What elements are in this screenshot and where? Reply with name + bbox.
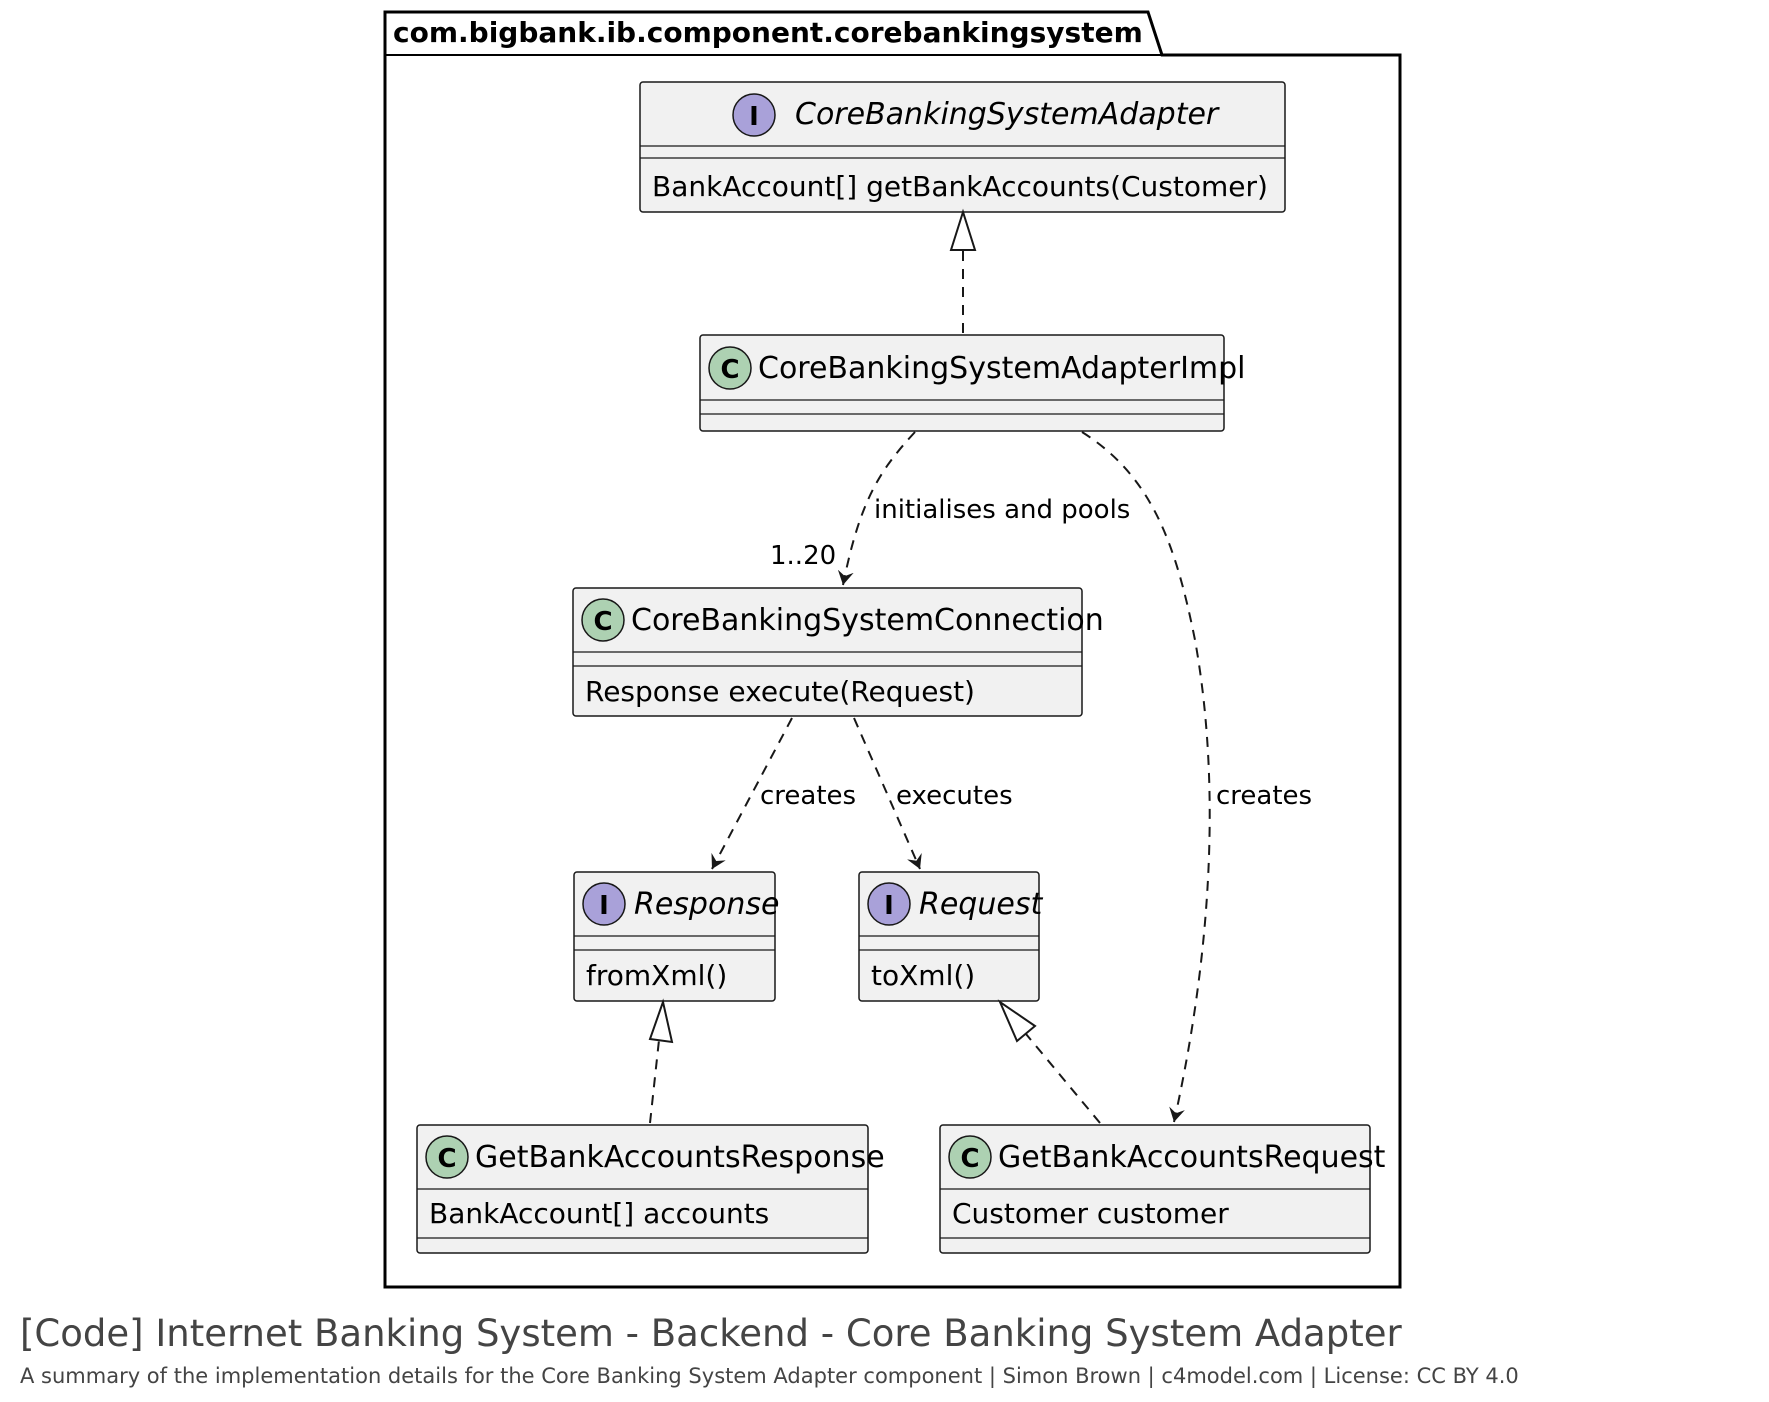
edge-impl-realizes-adapter	[949, 208, 977, 333]
class-name: Request	[919, 887, 1043, 922]
class-request[interactable]: I Request toXml()	[858, 871, 1043, 1002]
class-get-bank-accounts-response[interactable]: C GetBankAccountsResponse BankAccount[] …	[416, 1124, 885, 1254]
class-member: BankAccount[] accounts	[429, 1197, 769, 1230]
svg-text:C: C	[593, 607, 612, 637]
class-icon: C	[425, 1135, 469, 1179]
class-core-banking-system-connection[interactable]: C CoreBankingSystemConnection Response e…	[572, 587, 1104, 717]
class-core-banking-system-adapter[interactable]: I CoreBankingSystemAdapter BankAccount[]…	[639, 81, 1286, 213]
class-name: CoreBankingSystemAdapter	[795, 97, 1220, 132]
diagram-title: [Code] Internet Banking System - Backend…	[20, 1312, 1402, 1355]
svg-text:C: C	[437, 1144, 456, 1174]
class-member: Customer customer	[952, 1197, 1229, 1230]
edge-get-response-realizes-response	[648, 998, 674, 1124]
diagram-description: A summary of the implementation details …	[20, 1364, 1519, 1388]
class-name: Response	[634, 887, 779, 922]
edge-label: creates	[1216, 781, 1312, 811]
edge-connection-creates-response: creates	[711, 717, 856, 870]
class-core-banking-system-adapter-impl[interactable]: C CoreBankingSystemAdapterImpl	[699, 334, 1246, 432]
edge-impl-creates-get-request: creates	[1081, 431, 1312, 1123]
class-member: fromXml()	[586, 959, 727, 992]
edge-label: initialises and pools	[874, 495, 1130, 525]
class-icon: C	[948, 1135, 992, 1179]
class-name: CoreBankingSystemConnection	[631, 603, 1104, 638]
edge-get-request-realizes-request	[997, 999, 1101, 1124]
interface-icon: I	[867, 882, 911, 926]
class-name: CoreBankingSystemAdapterImpl	[758, 351, 1246, 386]
edge-connection-executes-request: executes	[853, 717, 1013, 870]
svg-text:C: C	[960, 1144, 979, 1174]
interface-icon: I	[732, 93, 776, 137]
class-get-bank-accounts-request[interactable]: C GetBankAccountsRequest Customer custom…	[939, 1124, 1386, 1254]
class-member: Response execute(Request)	[585, 675, 975, 708]
svg-text:I: I	[599, 891, 609, 921]
class-icon: C	[581, 598, 625, 642]
edge-initialises-and-pools: initialises and pools 1..20	[770, 431, 1130, 586]
interface-icon: I	[582, 882, 626, 926]
package-name: com.bigbank.ib.component.corebankingsyst…	[393, 16, 1143, 49]
edge-label: creates	[760, 781, 856, 811]
class-icon: C	[708, 346, 752, 390]
class-member: toXml()	[871, 959, 975, 992]
class-member: BankAccount[] getBankAccounts(Customer)	[652, 170, 1268, 203]
class-name: GetBankAccountsRequest	[998, 1140, 1386, 1175]
svg-text:I: I	[749, 102, 759, 132]
svg-text:I: I	[884, 891, 894, 921]
class-response[interactable]: I Response fromXml()	[573, 871, 779, 1002]
edge-multiplicity: 1..20	[770, 541, 836, 571]
class-name: GetBankAccountsResponse	[475, 1140, 885, 1175]
svg-text:C: C	[720, 355, 739, 385]
edge-label: executes	[896, 781, 1013, 811]
